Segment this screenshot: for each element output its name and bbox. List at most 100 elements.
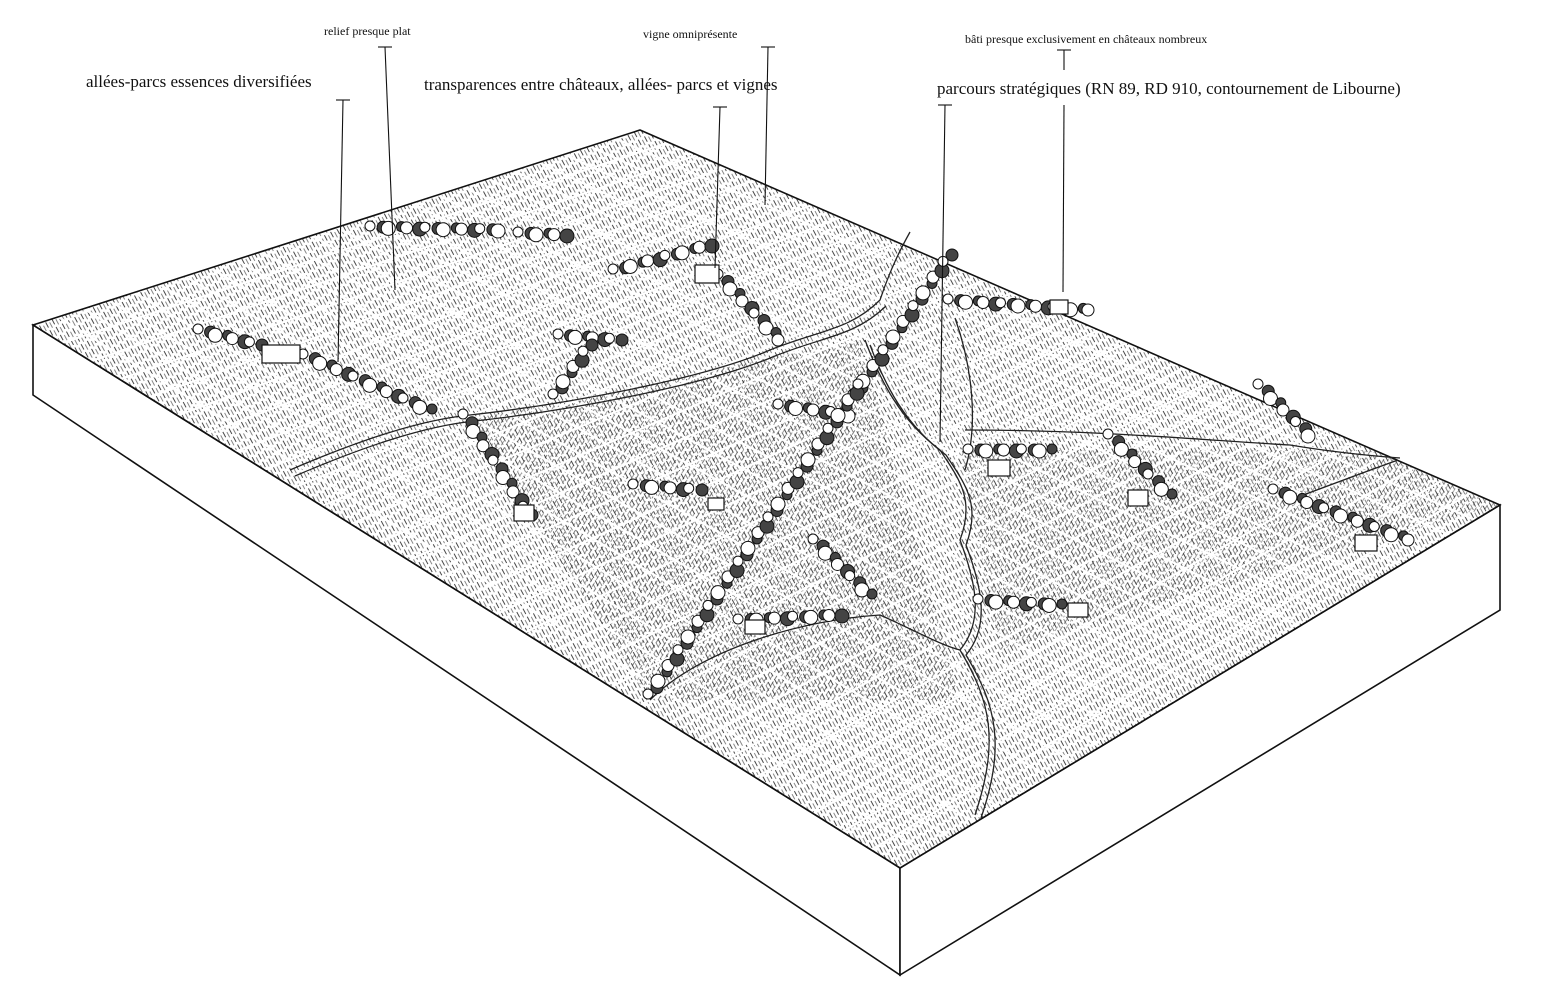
- parcel-divider: [119, 166, 727, 381]
- tree-icon: [663, 481, 677, 495]
- parcel-divider: [552, 354, 1157, 652]
- tree-icon: [192, 323, 204, 335]
- tree-icon: [1029, 299, 1042, 313]
- parcel-divider: [61, 141, 670, 345]
- tree-icon: [852, 378, 864, 390]
- tree-icon: [585, 338, 599, 352]
- tree-icon: [1031, 443, 1047, 459]
- tree-icon: [762, 511, 774, 523]
- tree-icon: [379, 385, 393, 399]
- parcel-divider: [234, 216, 842, 453]
- tree-icon: [457, 408, 469, 420]
- tree-icon: [692, 240, 706, 254]
- tree-icon: [680, 629, 696, 645]
- tree-icon: [803, 609, 819, 625]
- tree-icon: [800, 452, 816, 468]
- parcel-divider: [523, 341, 1128, 634]
- tree-icon: [1041, 597, 1057, 613]
- tree-icon: [364, 220, 376, 232]
- tree-icon: [1383, 527, 1399, 543]
- tree-icon: [885, 329, 901, 345]
- tree-icon: [622, 258, 638, 274]
- tree-icon: [1318, 502, 1330, 514]
- parcel-divider: [783, 454, 1386, 797]
- tree-icon: [958, 294, 973, 310]
- tree-icon: [788, 401, 803, 416]
- tree-icon: [1046, 443, 1058, 455]
- tree-icon: [547, 228, 561, 242]
- tree-icon: [988, 594, 1004, 610]
- parcel-divider: [292, 241, 899, 489]
- tree-icon: [735, 294, 749, 308]
- tree-icon: [866, 588, 878, 600]
- tree-icon: [1153, 481, 1169, 497]
- tree-icon: [552, 328, 564, 340]
- tree-icon: [976, 296, 990, 309]
- tree-icon: [1142, 468, 1154, 480]
- parcel-divider: [177, 191, 784, 417]
- tree-icon: [607, 263, 619, 275]
- label-vigne: vigne omniprésente: [643, 27, 738, 41]
- tree-icon: [767, 611, 781, 625]
- tree-icon: [1081, 303, 1095, 317]
- tree-icon: [506, 485, 520, 499]
- tree-icon: [945, 248, 959, 262]
- tree-icon: [807, 533, 819, 545]
- tree-icon: [1350, 514, 1364, 528]
- tree-icon: [1252, 378, 1264, 390]
- tree-icon: [672, 644, 684, 656]
- tree-icon: [642, 688, 654, 700]
- tree-icon: [495, 470, 511, 486]
- tree-icon: [487, 454, 499, 466]
- parcel-divider: [812, 466, 1415, 815]
- block-top-outline: [31, 129, 1502, 869]
- tree-icon: [822, 608, 836, 622]
- parcel-divider: [350, 266, 956, 526]
- parcel-divider: [726, 429, 1329, 761]
- tree-icon: [830, 557, 844, 571]
- parcel-divider: [148, 178, 756, 399]
- tree-icon: [512, 226, 524, 238]
- tree-icon: [1368, 521, 1380, 532]
- tree-icon: [465, 423, 481, 439]
- parcel-divider: [437, 303, 1042, 580]
- label-parcours: parcours stratégiques (RN 89, RD 910, co…: [937, 79, 1401, 98]
- tree-icon: [1401, 533, 1415, 547]
- parcel-divider: [841, 479, 1444, 833]
- tree-icon: [419, 221, 431, 233]
- tree-icon: [748, 307, 760, 319]
- parcel-divider: [668, 404, 1272, 725]
- parcel-divider: [870, 491, 1472, 851]
- tree-groups: [192, 220, 1415, 700]
- tree-icon: [476, 439, 490, 453]
- tree-icon: [555, 374, 571, 390]
- tree-icon: [792, 467, 804, 479]
- parcel-divider: [581, 366, 1186, 670]
- tree-icon: [830, 408, 846, 424]
- tree-icon: [978, 443, 994, 459]
- tree-icon: [787, 610, 799, 622]
- tree-icon: [907, 300, 919, 312]
- tree-icon: [243, 336, 255, 348]
- tree-icon: [627, 478, 639, 490]
- tree-icon: [1056, 598, 1068, 610]
- tree-icon: [490, 223, 506, 239]
- tree-icon: [362, 377, 378, 393]
- label-allees-parcs: allées-parcs essences diversifiées: [86, 72, 312, 91]
- tree-icon: [412, 399, 428, 415]
- tree-icon: [1015, 443, 1027, 455]
- label-transparences: transparences entre châteaux, allées- pa…: [424, 75, 778, 94]
- tree-icon: [397, 392, 409, 404]
- tree-icon: [329, 363, 343, 377]
- tree-icon: [732, 555, 744, 567]
- parcel-divider: [321, 253, 928, 508]
- tree-icon: [577, 345, 589, 357]
- tree-icon: [1128, 455, 1142, 469]
- tree-icon: [942, 293, 954, 305]
- tree-icon: [207, 327, 223, 343]
- tree-icon: [225, 332, 239, 346]
- parcel-divider: [466, 316, 1071, 598]
- label-relief: relief presque plat: [324, 24, 411, 38]
- tree-icon: [567, 329, 583, 345]
